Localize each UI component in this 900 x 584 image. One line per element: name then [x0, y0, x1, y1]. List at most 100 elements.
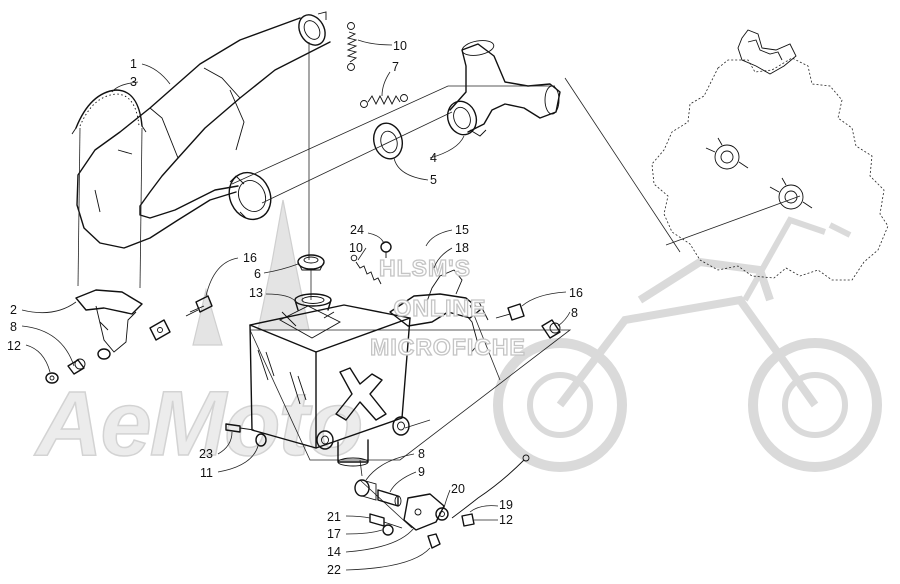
callout-8-bottom: 8 — [365, 447, 425, 481]
callout-15: 15 — [425, 223, 469, 247]
callout-4-number: 4 — [430, 151, 437, 165]
bracket-part-14 — [403, 493, 445, 531]
watermark-line-2: ONLINE — [394, 295, 487, 321]
callout-5-number: 5 — [430, 173, 437, 187]
muffler-outlet-pipe — [337, 439, 369, 467]
washer-part-20 — [435, 507, 449, 521]
callout-24-number: 24 — [350, 223, 364, 237]
watermark-line-3: MICROFICHE — [370, 334, 526, 360]
muffler-mount-left — [316, 430, 334, 450]
watermark-line-1: HLSM'S — [379, 255, 471, 281]
callout-8-left-number: 8 — [10, 320, 17, 334]
bushing-part-8-left — [67, 358, 86, 375]
callout-13: 13 — [249, 286, 297, 303]
callout-14: 14 — [327, 527, 415, 559]
callout-22: 22 — [327, 547, 431, 577]
callout-15-number: 15 — [455, 223, 469, 237]
callouts: 1 3 10 7 4 5 24 15 — [7, 39, 583, 577]
callout-16-left-number: 16 — [243, 251, 257, 265]
nut-part-12-bottom — [461, 513, 475, 527]
callout-8-bottom-number: 8 — [418, 447, 425, 461]
callout-1: 1 — [130, 57, 171, 85]
callout-12-bottom-number: 12 — [499, 513, 513, 527]
expansion-chamber-pipe — [76, 11, 331, 249]
cable-part-19 — [451, 454, 530, 519]
callout-3: 3 — [111, 75, 139, 93]
callout-22-number: 22 — [327, 563, 341, 577]
callout-10-lower-number: 10 — [349, 241, 363, 255]
hardware — [45, 241, 561, 549]
pipe-outlet-flange — [298, 11, 327, 46]
callout-9-number: 9 — [418, 465, 425, 479]
callout-9: 9 — [389, 465, 425, 493]
washer-part-17 — [382, 524, 394, 536]
callout-2: 2 — [10, 301, 77, 317]
callout-7: 7 — [381, 60, 399, 97]
callout-20: 20 — [443, 482, 465, 509]
callout-8-left: 8 — [10, 320, 75, 367]
bushing-part-8-bottom — [354, 479, 377, 501]
callout-21-number: 21 — [327, 510, 341, 524]
callout-12-left-number: 12 — [7, 339, 21, 353]
callout-17-number: 17 — [327, 527, 341, 541]
grommet-part-6 — [297, 254, 325, 271]
muffler-mount-right — [392, 416, 410, 436]
gasket-ring-part-5 — [372, 122, 404, 160]
callout-17: 17 — [327, 527, 383, 541]
y-manifold-part-4 — [446, 40, 561, 137]
engine-port-lower — [769, 177, 813, 210]
spring-part-7 — [360, 94, 408, 108]
watermark-motorcycle-graphic — [493, 216, 882, 472]
callout-12-left: 12 — [7, 339, 51, 373]
callout-8-right-number: 8 — [571, 306, 578, 320]
callout-5: 5 — [393, 157, 437, 187]
engine-port-upper — [705, 137, 749, 170]
watermark-brand: AeMoto — [34, 373, 361, 475]
callout-18: 18 — [433, 241, 469, 269]
bolt-part-16-right — [495, 303, 525, 321]
callout-24: 24 — [350, 223, 385, 245]
callout-12-bottom: 12 — [474, 513, 513, 527]
callout-10-lower: 10 — [349, 241, 367, 261]
callout-19-number: 19 — [499, 498, 513, 512]
watermark-site-text: HLSM'S ONLINE MICROFICHE — [370, 254, 526, 360]
engine-outline — [651, 29, 889, 281]
callout-11-number: 11 — [200, 466, 213, 480]
bolt-part-16-left — [185, 295, 213, 317]
bolt-part-23 — [225, 423, 255, 433]
callout-23-number: 23 — [199, 447, 213, 461]
callout-21: 21 — [327, 510, 371, 524]
nut-left — [97, 348, 111, 360]
spring-part-10-lower — [350, 254, 382, 285]
callout-14-number: 14 — [327, 545, 341, 559]
washer-part-12-left — [45, 372, 59, 384]
callout-3-number: 3 — [130, 75, 137, 89]
assembly-lines — [77, 42, 801, 529]
callout-13-number: 13 — [249, 286, 263, 300]
callout-11: 11 — [200, 445, 259, 480]
callout-19: 19 — [469, 498, 513, 513]
spring-part-10-upper — [346, 22, 358, 71]
callout-1-number: 1 — [130, 57, 137, 71]
bolt-part-22 — [427, 533, 441, 549]
bracket-part-2 — [75, 289, 143, 353]
washer-part-11 — [255, 433, 267, 447]
callout-6-number: 6 — [254, 267, 261, 281]
spring-part-3 — [71, 89, 147, 135]
callout-16-left: 16 — [205, 251, 257, 297]
callout-10-upper-number: 10 — [393, 39, 407, 53]
bushing-part-8-right — [541, 319, 561, 339]
callout-8-right: 8 — [557, 306, 578, 327]
pipe-inlet-flange — [228, 171, 272, 221]
watermark-spire-graphic — [192, 199, 310, 346]
callout-23: 23 — [199, 431, 233, 461]
callout-7-number: 7 — [392, 60, 399, 74]
watermark: AeMoto — [33, 199, 882, 476]
callout-4: 4 — [429, 135, 465, 165]
callout-16-right: 16 — [521, 286, 583, 307]
mount-bracket-upper-right — [389, 269, 489, 355]
grommet-part-24 — [380, 241, 392, 258]
sleeve-part-9 — [377, 489, 402, 507]
washer-left-bracket — [149, 319, 171, 341]
